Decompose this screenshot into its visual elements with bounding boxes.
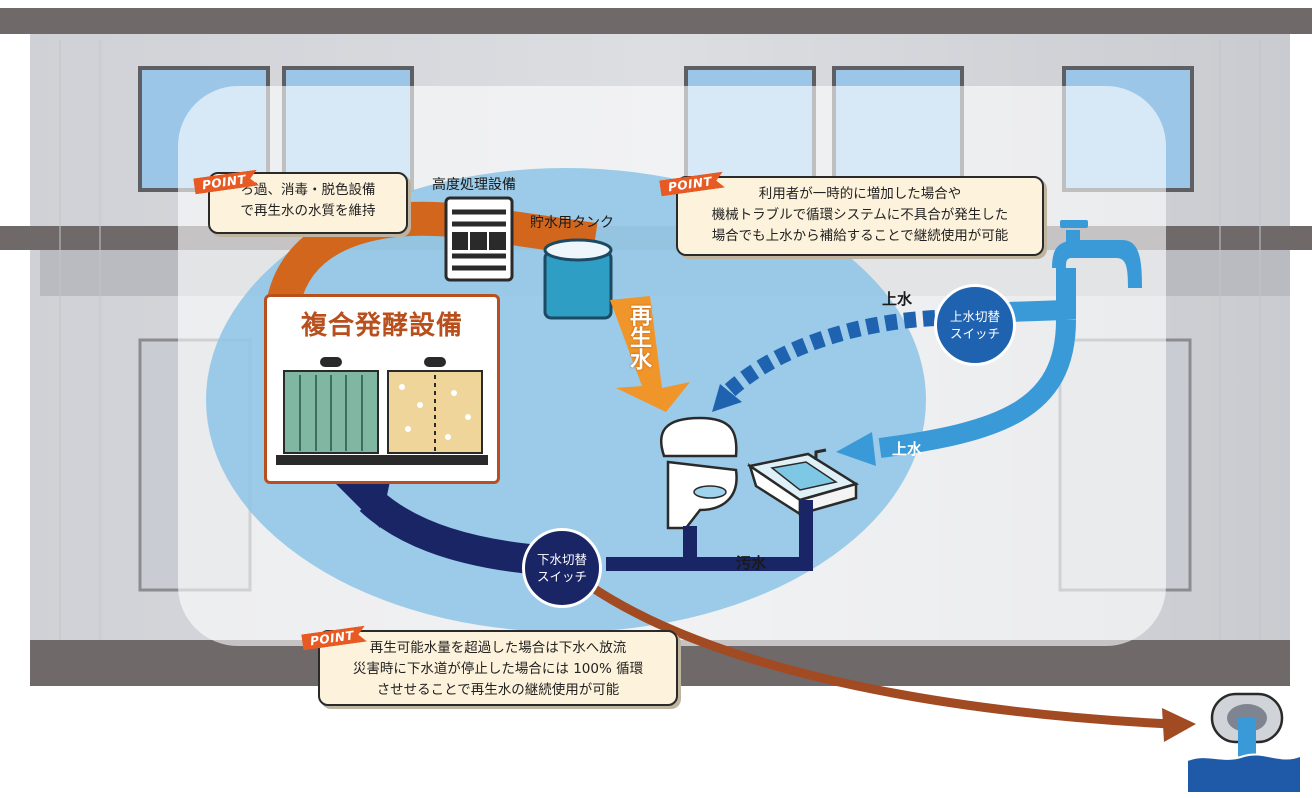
point-callout-sewer-discharge: 再生可能水量を超過した場合は下水へ放流 災害時に下水道が停止した場合には 100… xyxy=(318,630,678,706)
faucet xyxy=(1052,220,1142,288)
callout-tap-line-3: 場合でも上水から補給することで継続使用が可能 xyxy=(711,228,1009,244)
facility-title: 複合発酵設備 xyxy=(300,311,463,341)
advanced-treatment-label: 高度処理設備 xyxy=(432,177,516,193)
toilet xyxy=(659,416,738,530)
callout-sewer-line-2: 災害時に下水道が停止した場合には 100% 循環 xyxy=(352,661,644,677)
callout-filtration-line-2: で再生水の水質を維持 xyxy=(240,203,376,219)
sewer-switch-line-2: スイッチ xyxy=(536,569,587,584)
advanced-treatment-unit xyxy=(444,196,514,282)
sewage-label: 汚水 xyxy=(736,554,767,572)
sewer-switch-line-1: 下水切替 xyxy=(536,552,587,567)
reclaimed-water-label: 再生水 xyxy=(626,304,651,370)
point-callout-tap-backup: 利用者が一時的に増加した場合や 機械トラブルで循環システムに不具合が発生した 場… xyxy=(676,176,1044,256)
callout-sewer-line-1: 再生可能水量を超過した場合は下水へ放流 xyxy=(369,640,627,656)
tap-water-switch: 上水切替 スイッチ xyxy=(934,284,1016,366)
tap-water-label-lower: 上水 xyxy=(892,440,923,458)
sewer-outlet xyxy=(1187,692,1301,792)
storage-tank-label: 貯水用タンク xyxy=(530,215,614,231)
callout-sewer-line-3: させせることで再生水の継続使用が可能 xyxy=(376,682,620,698)
tap-switch-line-2: スイッチ xyxy=(949,326,1000,341)
storage-tank xyxy=(543,238,613,320)
sink xyxy=(746,448,860,517)
callout-filtration-line-1: ろ過、消毒・脱色設備 xyxy=(240,182,376,198)
sewer-switch: 下水切替 スイッチ xyxy=(522,528,602,608)
callout-tap-line-2: 機械トラブルで循環システムに不具合が発生した xyxy=(711,207,1009,223)
callout-tap-line-1: 利用者が一時的に増加した場合や xyxy=(758,186,962,202)
fermentation-tanks xyxy=(276,357,488,465)
tap-water-label-upper: 上水 xyxy=(882,290,913,308)
fermentation-facility-box: 複合発酵設備 xyxy=(264,294,500,484)
tap-switch-line-1: 上水切替 xyxy=(949,309,1000,324)
